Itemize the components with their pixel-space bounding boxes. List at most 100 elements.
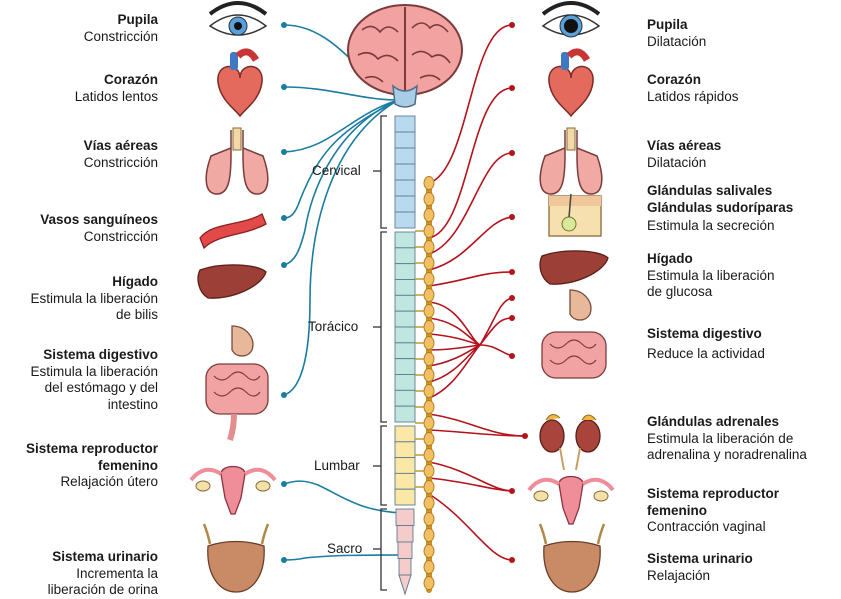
spinal-segment-thoracic [395,375,415,391]
spinal-segment-thoracic [395,295,415,311]
nerve-right-digestive [480,345,512,356]
nerve-right-adrenal [429,414,525,436]
spinal-segment-lumbar [395,442,415,458]
spinal-segment-thoracic [395,343,415,359]
spinal-segment-thoracic [395,280,415,296]
lungs-icon-right [540,128,602,194]
nerve-right-heart [429,88,512,238]
spinal-segment-thoracic [395,390,415,406]
spinal-segment-cervical [395,212,415,228]
bladder-icon [204,524,268,592]
spinal-segment-lumbar [395,458,415,474]
liver-icon [198,265,266,298]
spine-label-lumbar: Lumbar [314,458,360,473]
lungs-icon [206,128,268,194]
ganglion [424,433,434,446]
spinal-segment-cervical [395,116,415,132]
spinal-segment-coccyx [399,575,411,594]
skin-gland-icon [549,194,601,236]
bladder-icon-right [540,524,604,592]
sympathetic-nerves [429,25,525,560]
spine-label-cervical: Cervical [312,163,361,178]
spinal-segment-thoracic [395,406,415,422]
ganglion [424,209,434,222]
spinal-segment-lumbar [395,489,415,505]
ganglion [424,513,434,526]
spinal-segment-sacral [398,542,412,559]
right-label-urinary: Sistema urinarioRelajación [647,551,753,584]
spinal-segment-cervical [395,148,415,164]
heart-icon [218,52,262,116]
blood-vessel-icon [200,214,266,248]
spinal-segment-cervical [395,196,415,212]
parasympathetic-nerves [284,25,405,560]
right-label-glands: Glándulas salivalesGlándulas sudoríparas… [647,183,793,235]
ganglion [424,337,434,350]
right-label-liver: HígadoEstimula la liberaciónde glucosa [647,251,775,301]
digestive-system-icon [206,326,268,440]
spinal-segment-thoracic [395,327,415,343]
ganglion [424,417,434,430]
spinal-cord-segments [395,116,415,594]
spinal-segment-thoracic [395,264,415,280]
spinal-segment-cervical [395,180,415,196]
spinal-segment-thoracic [395,248,415,264]
ganglion [424,385,434,398]
liver-icon-right [540,251,608,284]
spine-region-brackets [373,116,387,590]
ganglion [424,193,434,206]
spine-label-sacral: Sacro [327,541,362,556]
nerve-right-glands [429,217,512,270]
ganglion [424,545,434,558]
ganglion [424,289,434,302]
ganglion [424,465,434,478]
heart-icon-right [549,52,593,116]
nerve-left-reproductive [284,481,405,513]
ganglion [424,273,434,286]
ganglion [424,321,434,334]
spinal-segment-sacral [399,559,411,576]
ganglion [424,225,434,238]
ganglion [424,449,434,462]
ganglion [424,369,434,382]
spinal-segment-lumbar [395,426,415,442]
eye-icon-right [543,3,599,37]
ganglion [424,401,434,414]
ganglion [424,241,434,254]
eye-icon [210,3,266,35]
spinal-segment-sacral [397,526,413,543]
adrenal-glands-icon [540,414,600,470]
spinal-segment-lumbar [395,473,415,489]
ganglion [424,481,434,494]
uterus-icon-right [529,477,613,525]
spinal-segment-thoracic [395,311,415,327]
ganglion [424,497,434,510]
nerve-right-urinary [429,494,512,560]
nerve-right-reproductive [429,462,512,491]
uterus-icon [191,467,275,515]
spinal-segment-sacral [396,509,414,526]
sympathetic-nerve-endings [509,22,528,563]
brain-icon [348,5,462,107]
spinal-segment-cervical [395,132,415,148]
spinal-segment-cervical [395,164,415,180]
nerve-right-airways [429,153,512,254]
ganglion [424,257,434,270]
ganglion [424,529,434,542]
parasympathetic-nerve-endings [281,22,287,563]
ganglion [424,353,434,366]
